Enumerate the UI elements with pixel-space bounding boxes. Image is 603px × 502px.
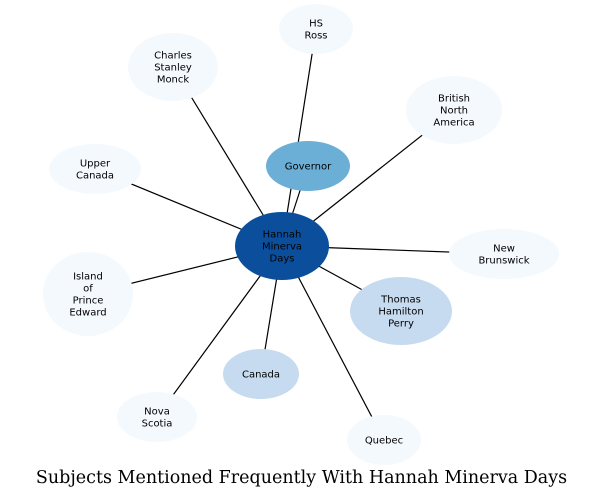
node-british-north-america-label-line: North	[440, 106, 468, 117]
node-governor: Governor	[266, 141, 350, 191]
node-canada-label-line: Canada	[242, 370, 280, 381]
node-charles-stanley-monck-shape	[128, 33, 218, 101]
node-nova-scotia-label-line: Nova	[144, 407, 170, 418]
node-hs-ross-label-line: Ross	[304, 31, 327, 42]
node-charles-stanley-monck-label-line: Charles	[154, 51, 192, 62]
node-upper-canada-label-line: Upper	[80, 159, 111, 170]
node-center-label-line: Minerva	[262, 242, 302, 253]
node-hs-ross-label-line: HS	[309, 19, 323, 30]
node-british-north-america-label-line: America	[433, 118, 474, 129]
node-charles-stanley-monck-label-line: Monck	[157, 75, 190, 86]
node-upper-canada-shape	[49, 144, 141, 194]
node-governor-shape	[266, 141, 350, 191]
node-center-shape	[235, 212, 329, 280]
node-island-of-prince-edward-label-line: Prince	[73, 296, 104, 307]
nodes: HSRossCharlesStanleyMonckBritishNorthAme…	[43, 4, 559, 465]
edge-quebec	[281, 245, 385, 441]
node-center-label-line: Days	[270, 254, 295, 265]
node-center-label-line: Hannah	[263, 230, 302, 241]
node-island-of-prince-edward-label-line: of	[83, 284, 93, 295]
edge-hs-ross	[281, 28, 317, 247]
node-quebec-shape	[347, 415, 421, 465]
node-british-north-america-shape	[406, 76, 502, 144]
node-british-north-america-label-line: British	[438, 94, 470, 105]
node-new-brunswick-shape	[449, 229, 559, 279]
node-thomas-hamilton-perry-label-line: Perry	[388, 319, 414, 330]
node-hs-ross-shape	[279, 4, 353, 54]
node-nova-scotia-label-line: Scotia	[142, 419, 173, 430]
node-quebec: Quebec	[347, 415, 421, 465]
node-canada: Canada	[223, 349, 299, 399]
node-upper-canada-label-line: Canada	[76, 171, 114, 182]
node-quebec-label-line: Quebec	[365, 436, 403, 447]
node-canada-shape	[223, 349, 299, 399]
node-island-of-prince-edward-shape	[43, 252, 133, 336]
node-governor-label-line: Governor	[285, 162, 332, 173]
node-new-brunswick-label-line: Brunswick	[478, 256, 529, 267]
node-island-of-prince-edward-label-line: Island	[73, 272, 103, 283]
node-island-of-prince-edward-label-line: Edward	[69, 308, 106, 319]
diagram-title: Subjects Mentioned Frequently With Hanna…	[35, 468, 568, 488]
node-nova-scotia-shape	[117, 392, 197, 442]
node-charles-stanley-monck-label-line: Stanley	[154, 63, 192, 74]
node-thomas-hamilton-perry-shape	[350, 277, 452, 345]
node-thomas-hamilton-perry-label-line: Thomas	[380, 295, 421, 306]
node-thomas-hamilton-perry-label-line: Hamilton	[378, 307, 423, 318]
node-new-brunswick-label-line: New	[493, 244, 515, 255]
